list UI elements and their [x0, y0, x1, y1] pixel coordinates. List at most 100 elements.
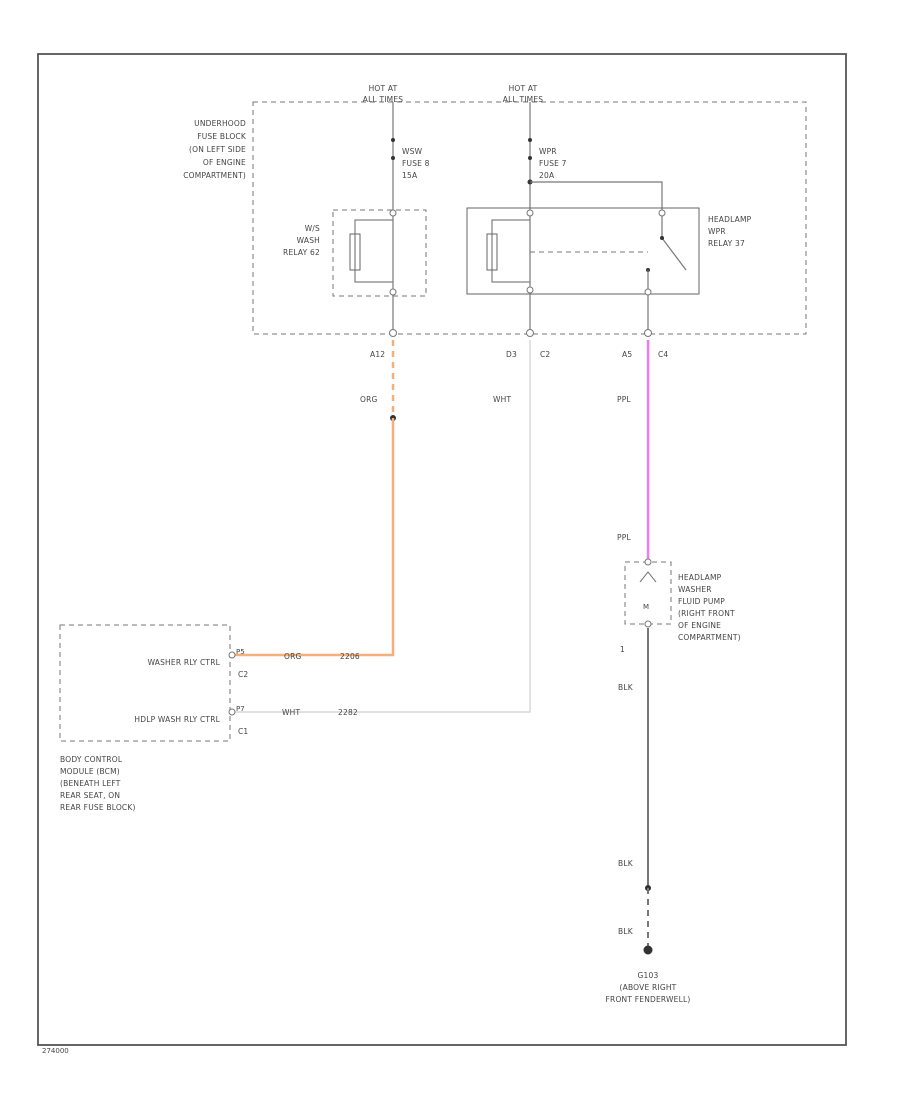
- svg-text:RELAY 62: RELAY 62: [283, 248, 320, 257]
- pump-pin-label: 1: [620, 645, 625, 654]
- pin-label-a5: A5: [622, 350, 632, 359]
- hdlp-relay-pin-top: [526, 209, 534, 217]
- wsw-fuse-label: WSW FUSE 8 15A: [402, 147, 430, 180]
- pump-motor-symbol: [639, 571, 657, 583]
- svg-text:RELAY 37: RELAY 37: [708, 239, 745, 248]
- svg-text:G103: G103: [638, 971, 659, 980]
- fuse-block-title: UNDERHOOD FUSE BLOCK (ON LEFT SIDE OF EN…: [183, 119, 247, 180]
- pin-c2: [526, 329, 534, 337]
- svg-text:(RIGHT FRONT: (RIGHT FRONT: [678, 609, 735, 618]
- bcm-label: BODY CONTROL MODULE (BCM) (BENEATH LEFT …: [60, 755, 136, 812]
- wht-label-1: WHT: [493, 395, 511, 404]
- feed-label-1: HOT AT ALL TIMES: [363, 84, 403, 104]
- headlamp-wpr-relay-label: HEADLAMP WPR RELAY 37: [708, 215, 752, 248]
- bcm-pin-p7: [228, 708, 236, 716]
- wht-label-2: WHT: [282, 708, 300, 717]
- blk-label-3: BLK: [618, 927, 634, 936]
- pin-label-c2: C2: [540, 350, 550, 359]
- wpr-fuse-label: WPR FUSE 7 20A: [539, 147, 567, 180]
- ground-point: [643, 945, 653, 955]
- pin-label-a12: A12: [370, 350, 385, 359]
- feed-label-2: HOT AT ALL TIMES: [503, 84, 543, 104]
- svg-text:20A: 20A: [539, 171, 555, 180]
- blk-label-1: BLK: [618, 683, 634, 692]
- figure-code: 274000: [42, 1047, 69, 1055]
- svg-text:WPR: WPR: [539, 147, 557, 156]
- wht-wire: [232, 340, 531, 713]
- bcm-connector-c1: C1: [238, 727, 248, 736]
- wsw-fuse-terminal-bottom: [391, 156, 395, 160]
- bcm-pin-label-p5: P5: [236, 648, 245, 656]
- hdlp-relay-pin-switch: [658, 209, 666, 217]
- pin-a12: [389, 329, 397, 337]
- wpr-feed-to-switch: [530, 181, 663, 210]
- org-label-1: ORG: [360, 395, 378, 404]
- wht-circuit: 2282: [338, 708, 358, 717]
- ppl-label-1: PPL: [617, 395, 631, 404]
- svg-text:(ABOVE RIGHT: (ABOVE RIGHT: [620, 983, 677, 992]
- svg-text:WASHER: WASHER: [678, 585, 712, 594]
- hdlp-relay-pin-bottom: [526, 286, 534, 294]
- svg-text:OF ENGINE: OF ENGINE: [678, 621, 721, 630]
- svg-text:FRONT FENDERWELL): FRONT FENDERWELL): [606, 995, 691, 1004]
- headlamp-wpr-relay: [466, 207, 700, 295]
- pump-motor-letter: M: [643, 603, 649, 611]
- svg-text:MODULE (BCM): MODULE (BCM): [60, 767, 120, 776]
- svg-text:FLUID PUMP: FLUID PUMP: [678, 597, 725, 606]
- svg-text:COMPARTMENT): COMPARTMENT): [183, 171, 246, 180]
- svg-text:(BENEATH LEFT: (BENEATH LEFT: [60, 779, 121, 788]
- pin-c4: [644, 329, 652, 337]
- svg-text:FUSE 7: FUSE 7: [539, 159, 567, 168]
- org-circuit: 2206: [340, 652, 360, 661]
- pump-terminal-top: [644, 558, 652, 566]
- svg-text:UNDERHOOD: UNDERHOOD: [194, 119, 246, 128]
- svg-text:HEADLAMP: HEADLAMP: [678, 573, 722, 582]
- svg-text:15A: 15A: [402, 171, 418, 180]
- body-control-module: [59, 624, 231, 742]
- hdlp-relay-coil-symbol: [486, 233, 498, 271]
- underhood-fuse-block: [252, 101, 807, 335]
- pin-label-c4: C4: [658, 350, 668, 359]
- svg-text:W/S: W/S: [305, 224, 320, 233]
- hdlp-relay-switch-pivot: [660, 236, 664, 240]
- svg-text:WASH: WASH: [297, 236, 320, 245]
- blk-label-2: BLK: [618, 859, 634, 868]
- pump-terminal-bottom: [644, 620, 652, 628]
- ws-relay-coil-symbol: [349, 233, 361, 271]
- org-wire-lower: [232, 418, 395, 657]
- ws-wash-relay-label: W/S WASH RELAY 62: [283, 224, 320, 257]
- svg-text:HEADLAMP: HEADLAMP: [708, 215, 752, 224]
- hdlp-relay-pin-out: [644, 288, 652, 296]
- ws-relay-coil: [354, 210, 394, 296]
- wsw-fuse-terminal-top: [391, 138, 395, 142]
- svg-text:FUSE 8: FUSE 8: [402, 159, 430, 168]
- pin-label-d3: D3: [506, 350, 517, 359]
- bcm-pin-label-p7: P7: [236, 705, 245, 713]
- svg-text:HOT AT: HOT AT: [369, 84, 398, 93]
- svg-text:ALL TIMES: ALL TIMES: [503, 95, 543, 104]
- svg-text:WPR: WPR: [708, 227, 726, 236]
- svg-text:(ON LEFT SIDE: (ON LEFT SIDE: [189, 145, 246, 154]
- svg-text:WSW: WSW: [402, 147, 423, 156]
- svg-text:HOT AT: HOT AT: [509, 84, 538, 93]
- svg-text:OF ENGINE: OF ENGINE: [203, 158, 246, 167]
- bcm-connector-c2: C2: [238, 670, 248, 679]
- wpr-fuse-terminal-bottom: [528, 156, 532, 160]
- svg-text:REAR SEAT, ON: REAR SEAT, ON: [60, 791, 120, 800]
- ppl-label-2: PPL: [617, 533, 631, 542]
- bcm-signal-washer-rly: WASHER RLY CTRL: [148, 658, 221, 667]
- svg-text:ALL TIMES: ALL TIMES: [363, 95, 403, 104]
- pump-label: HEADLAMP WASHER FLUID PUMP (RIGHT FRONT …: [678, 573, 741, 642]
- ws-relay-pin-top: [389, 209, 397, 217]
- wpr-fuse-terminal-top: [528, 138, 532, 142]
- ground-label: G103 (ABOVE RIGHT FRONT FENDERWELL): [606, 971, 691, 1004]
- hdlp-relay-switch-blade: [661, 237, 687, 271]
- diagram-frame: [37, 53, 847, 1046]
- svg-text:BODY CONTROL: BODY CONTROL: [60, 755, 123, 764]
- svg-text:COMPARTMENT): COMPARTMENT): [678, 633, 741, 642]
- ws-wash-relay: [332, 209, 427, 297]
- svg-text:REAR FUSE BLOCK): REAR FUSE BLOCK): [60, 803, 136, 812]
- bcm-pin-p5: [228, 651, 236, 659]
- svg-text:FUSE BLOCK: FUSE BLOCK: [197, 132, 247, 141]
